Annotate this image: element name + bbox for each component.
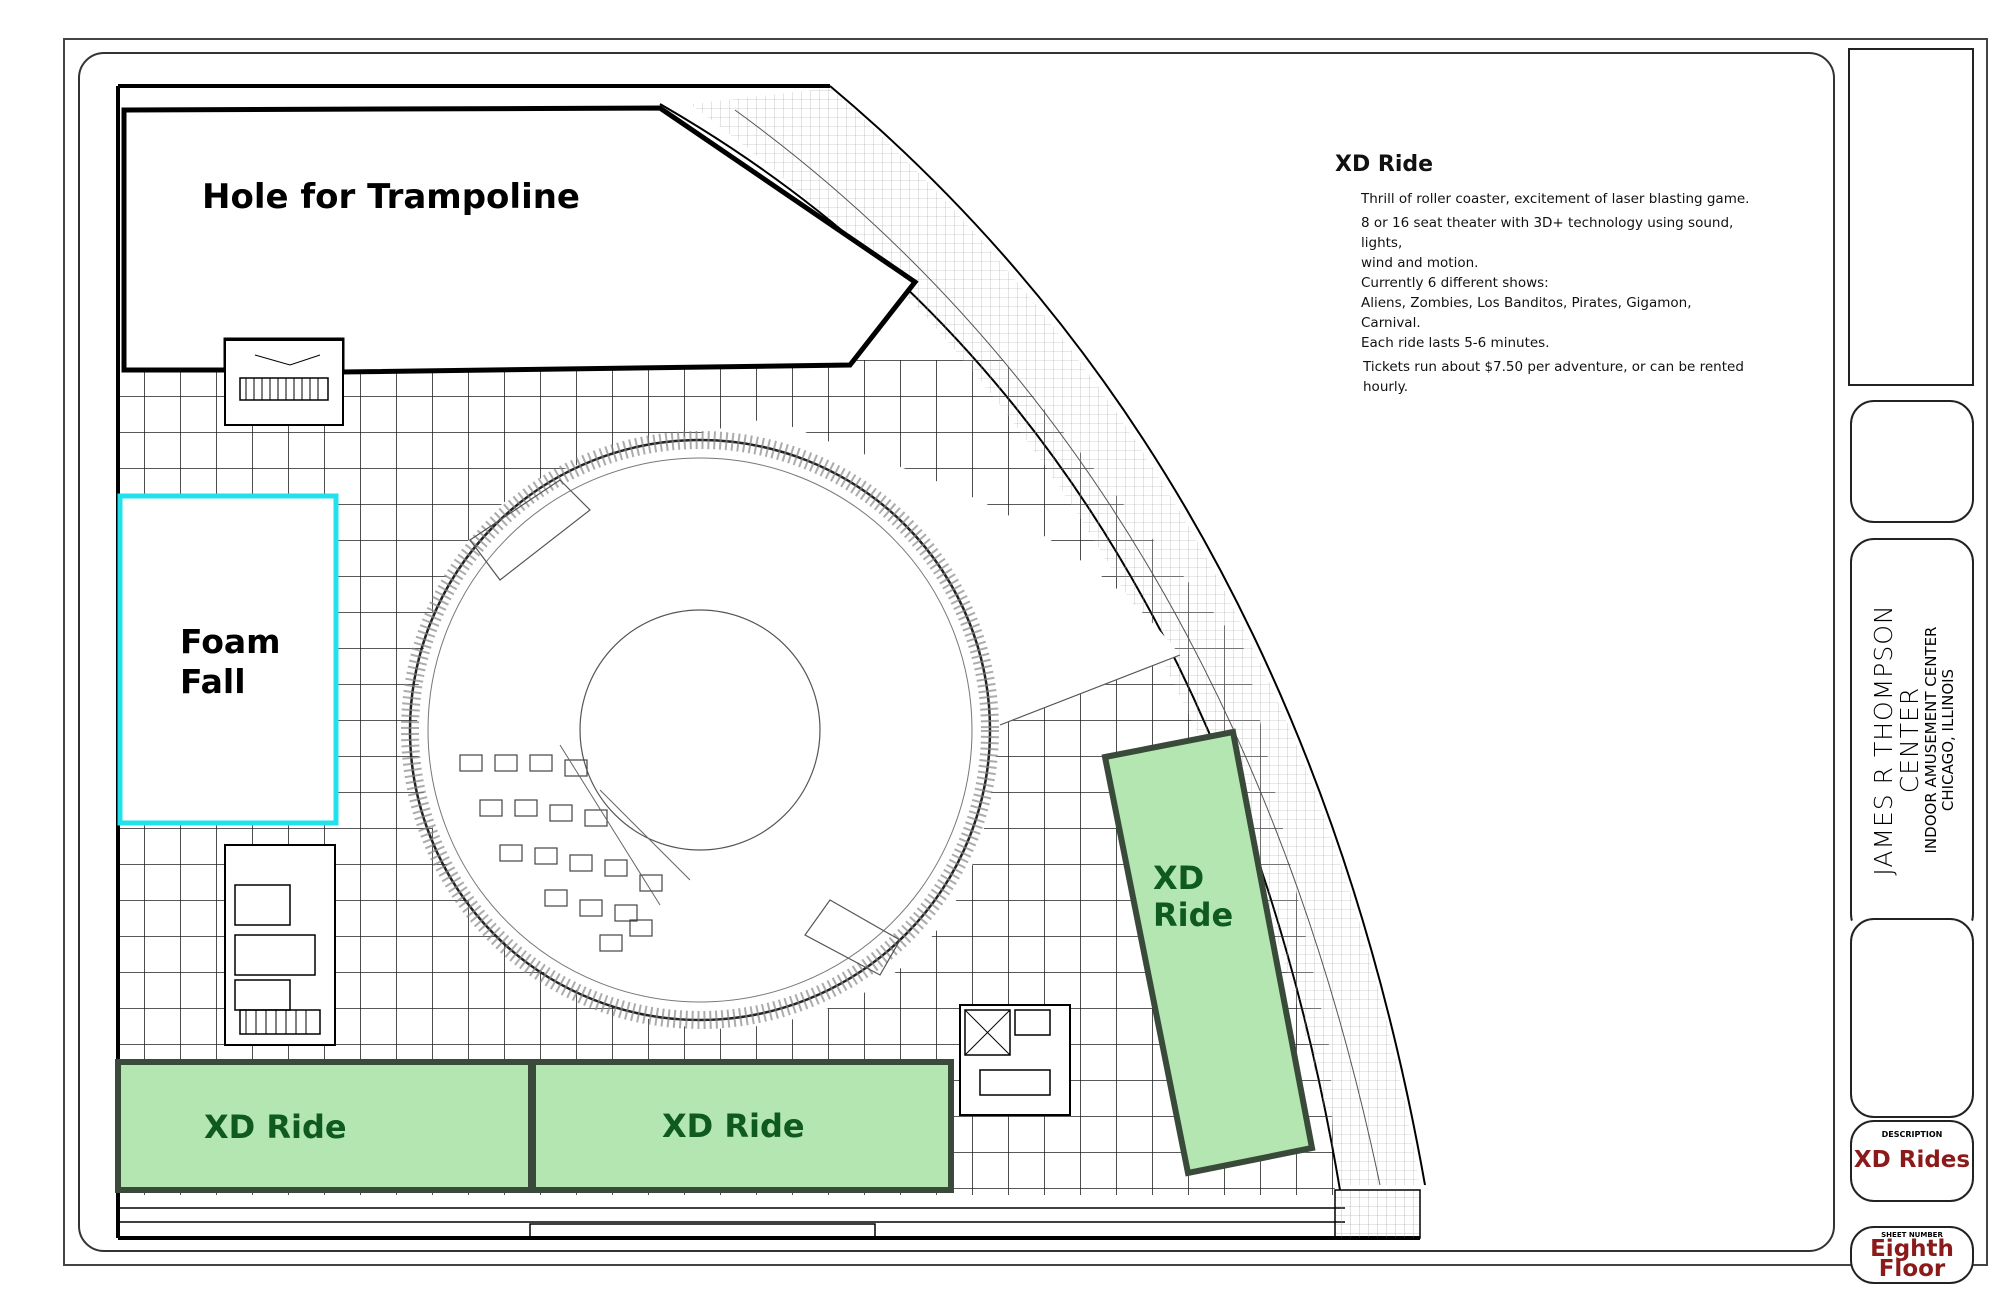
project-subtitle-line1: INDOOR AMUSEMENT CENTER: [1922, 626, 1940, 854]
project-title: JAMES R THOMPSON CENTER INDOOR AMUSEMENT…: [1869, 550, 1957, 930]
foam-fall-label: Foam Fall: [180, 622, 281, 702]
title-block-description-box: DESCRIPTION XD Rides: [1850, 1120, 1974, 1202]
project-name-line1: JAMES R THOMPSON: [1869, 604, 1898, 876]
foam-fall-label-line2: Fall: [180, 662, 246, 701]
service-core-left: [224, 844, 336, 1046]
atrium: [401, 418, 1181, 1029]
foam-fall-label-line1: Foam: [180, 622, 281, 661]
xd-ride-label-right-line1: XD: [1153, 859, 1205, 897]
project-name-line2: CENTER: [1895, 686, 1924, 794]
notes-line: 8 or 16 seat theater with 3D+ technology…: [1361, 215, 1734, 251]
title-block-project-box: JAMES R THOMPSON CENTER INDOOR AMUSEMENT…: [1850, 538, 1974, 938]
sheet-outer-border: [63, 38, 1988, 1266]
notes-title: XD Ride: [1335, 152, 1434, 177]
project-subtitle-line2: CHICAGO, ILLINOIS: [1939, 668, 1957, 812]
sheet-number-label: SHEET NUMBER: [1881, 1231, 1943, 1239]
service-core-right: [959, 1004, 1071, 1116]
title-block-blank-box: [1850, 918, 1974, 1118]
drawing-frame: [78, 52, 1835, 1252]
stair-top: [224, 339, 344, 426]
notes-line: Each ride lasts 5-6 minutes.: [1361, 335, 1550, 351]
xd-ride-label-bottom-left: XD Ride: [204, 1108, 347, 1146]
notes-line: Currently 6 different shows:: [1361, 275, 1549, 291]
foam-fall-area: [117, 493, 339, 826]
notes-block: XD Ride Thrill of roller coaster, excite…: [1335, 152, 1755, 397]
title-block-sheet-box: SHEET NUMBER Eighth Floor: [1850, 1226, 1974, 1284]
xd-ride-area-bottom-mid: [530, 1059, 954, 1193]
sheet-number-value-line1: Eighth: [1870, 1236, 1954, 1262]
trampoline-label: Hole for Trampoline: [202, 177, 580, 217]
notes-line: wind and motion.: [1361, 255, 1479, 271]
title-block-top-box: [1848, 48, 1974, 386]
xd-ride-area-right: [1101, 728, 1316, 1177]
xd-ride-area-bottom-left: [115, 1059, 534, 1193]
title-block-box-2: [1850, 400, 1974, 523]
description-label: DESCRIPTION: [1881, 1130, 1943, 1139]
sheet-number-value-line2: Floor: [1878, 1256, 1946, 1282]
xd-ride-label-right: XD Ride: [1153, 860, 1233, 934]
notes-line: Thrill of roller coaster, excitement of …: [1361, 191, 1750, 207]
description-value: XD Rides: [1853, 1147, 1971, 1173]
curved-facade: [659, 85, 1426, 1239]
xd-ride-label-right-line2: Ride: [1153, 896, 1234, 934]
notes-lines: Thrill of roller coaster, excitement of …: [1335, 189, 1755, 397]
notes-tickets: Tickets run about $7.50 per adventure, o…: [1363, 359, 1744, 395]
xd-ride-label-bottom-mid: XD Ride: [662, 1107, 805, 1145]
notes-line: Aliens, Zombies, Los Banditos, Pirates, …: [1361, 295, 1692, 331]
